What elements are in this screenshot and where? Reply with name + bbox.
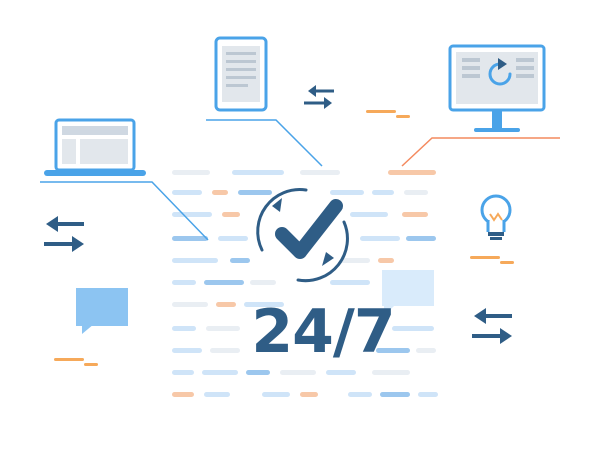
headline-24-7: 24/7 bbox=[251, 297, 395, 367]
accent-strokes bbox=[54, 110, 514, 366]
transfer-arrows-icon bbox=[304, 85, 334, 109]
chat-bubble-icon bbox=[76, 288, 128, 334]
connector-lines bbox=[40, 119, 560, 241]
transfer-arrows-icon bbox=[44, 216, 84, 252]
refresh-icon bbox=[488, 58, 512, 86]
laptop-icon bbox=[44, 118, 146, 176]
checkmark-icon bbox=[275, 199, 343, 259]
cycle-arrows-icon bbox=[256, 188, 349, 283]
document-lines bbox=[172, 170, 438, 397]
transfer-arrows-icon bbox=[472, 308, 512, 344]
tablet-icon bbox=[214, 36, 268, 112]
lightbulb-icon bbox=[480, 194, 512, 240]
chat-bubble-icon bbox=[382, 270, 434, 316]
monitor-icon bbox=[448, 44, 546, 132]
